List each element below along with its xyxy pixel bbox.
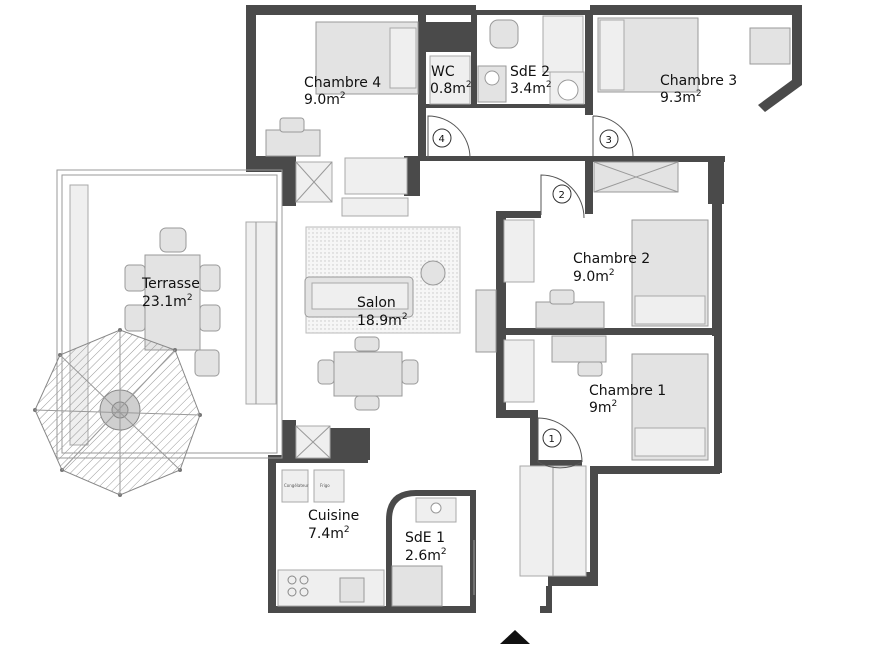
north-arrow-icon — [500, 630, 530, 644]
chambre-3-furniture — [593, 17, 791, 193]
terrace-furniture — [33, 169, 283, 497]
room-name-chambre-3: Chambre 3 — [660, 73, 737, 89]
walls — [246, 5, 802, 613]
door-number-4: 4 — [439, 134, 445, 145]
room-name-chambre-2: Chambre 2 — [573, 251, 650, 267]
room-area-chambre-3: 9.3m2 — [660, 89, 702, 106]
salon-furniture — [295, 161, 497, 459]
room-name-sde-2: SdE 2 — [510, 64, 550, 80]
room-area-wc: 0.8m2 — [430, 80, 472, 97]
door-number-1: 1 — [549, 434, 555, 445]
door-numbers: 1 2 3 4 — [432, 128, 619, 448]
door-number-2: 2 — [559, 190, 565, 201]
room-area-cuisine: 7.4m2 — [308, 525, 350, 542]
room-area-chambre-4: 9.0m2 — [304, 91, 346, 108]
room-name-cuisine: Cuisine — [308, 508, 359, 524]
room-name-sde-1: SdE 1 — [405, 530, 445, 546]
fridge-label: Frigo — [320, 483, 330, 488]
room-area-salon: 18.9m2 — [357, 312, 408, 329]
room-name-chambre-1: Chambre 1 — [589, 383, 666, 399]
cuisine-furniture: Congélateur Frigo — [277, 469, 385, 607]
door-number-3: 3 — [606, 135, 612, 146]
room-area-sde-1: 2.6m2 — [405, 547, 447, 564]
room-area-chambre-1: 9m2 — [589, 399, 617, 416]
room-area-terrasse: 23.1m2 — [142, 293, 193, 310]
room-name-wc: WC — [431, 64, 455, 80]
room-name-chambre-4: Chambre 4 — [304, 75, 381, 91]
wc-sde2-fixtures — [429, 15, 585, 105]
chambre-2-furniture — [503, 219, 709, 329]
sde1-fixtures — [391, 465, 587, 607]
room-labels: Chambre 4 9.0m2 WC 0.8m2 SdE 2 3.4m2 Cha… — [141, 64, 737, 564]
chambre-4-furniture — [265, 21, 419, 217]
room-area-chambre-2: 9.0m2 — [573, 268, 615, 285]
freezer-label: Congélateur — [284, 483, 309, 488]
chambre-1-furniture — [503, 335, 709, 461]
room-area-sde-2: 3.4m2 — [510, 80, 552, 97]
room-name-terrasse: Terrasse — [141, 276, 200, 292]
room-name-salon: Salon — [357, 295, 396, 311]
doors — [427, 115, 634, 595]
